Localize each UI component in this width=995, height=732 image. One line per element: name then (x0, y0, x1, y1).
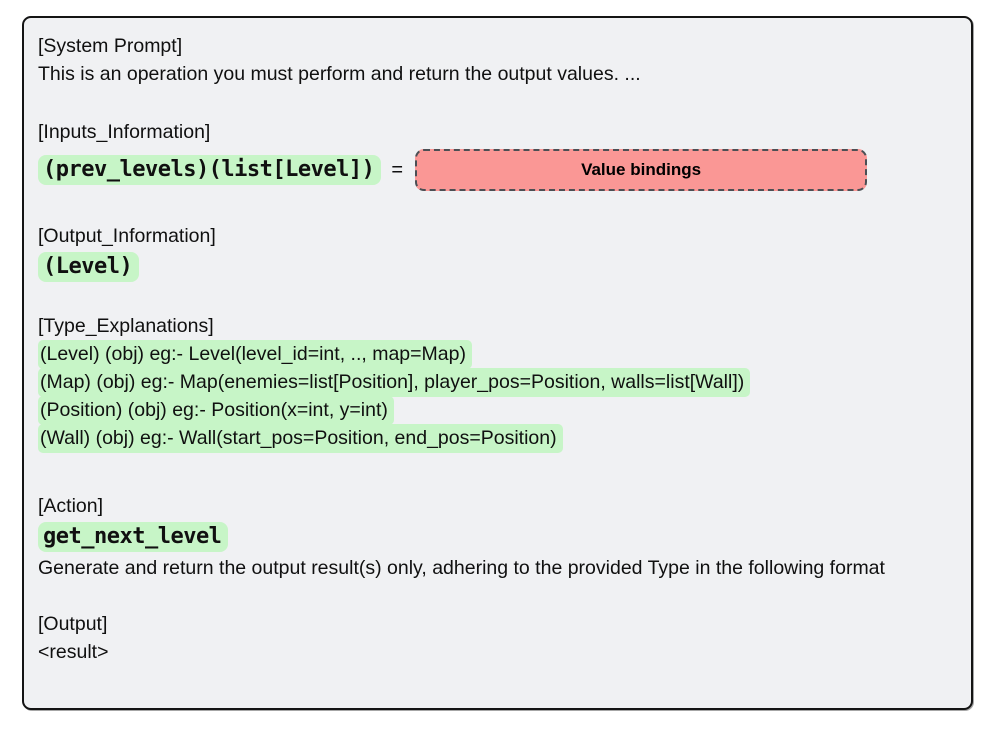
action-header: [Action] (38, 495, 104, 517)
output-type-row: (Level) (38, 250, 955, 284)
type-explanation-line: (Level) (obj) eg:- Level(level_id=int, .… (38, 340, 955, 369)
type-explanation-line: (Position) (obj) eg:- Position(x=int, y=… (38, 396, 955, 425)
type-explanation-line: (Wall) (obj) eg:- Wall(start_pos=Positio… (38, 424, 955, 453)
action-instruction: Generate and return the output result(s)… (38, 557, 885, 579)
type-explanation-line: (Map) (obj) eg:- Map(enemies=list[Positi… (38, 368, 955, 397)
system-prompt-header: [System Prompt] (38, 35, 183, 57)
spacer (38, 582, 955, 610)
action-name: get_next_level (38, 522, 229, 552)
inputs-header: [Inputs_Information] (38, 121, 211, 143)
output-header: [Output] (38, 613, 108, 635)
system-prompt-body: This is an operation you must perform an… (38, 63, 641, 85)
type-explanations-header: [Type_Explanations] (38, 315, 214, 337)
spacer (38, 88, 955, 118)
output-info-header: [Output_Information] (38, 225, 216, 247)
inputs-signature: (prev_levels)(list[Level]) (38, 155, 382, 185)
spacer (38, 284, 955, 312)
output-type: (Level) (38, 252, 140, 282)
value-bindings-box: Value bindings (415, 149, 868, 191)
spacer (38, 452, 955, 492)
spacer (38, 194, 955, 222)
value-bindings-label: Value bindings (581, 160, 702, 179)
output-placeholder: <result> (38, 641, 109, 663)
equals-sign: = (391, 158, 404, 181)
inputs-row: (prev_levels)(list[Level]) = Value bindi… (38, 146, 955, 194)
action-name-row: get_next_level (38, 520, 955, 554)
prompt-template-panel: [System Prompt] This is an operation you… (22, 16, 973, 710)
